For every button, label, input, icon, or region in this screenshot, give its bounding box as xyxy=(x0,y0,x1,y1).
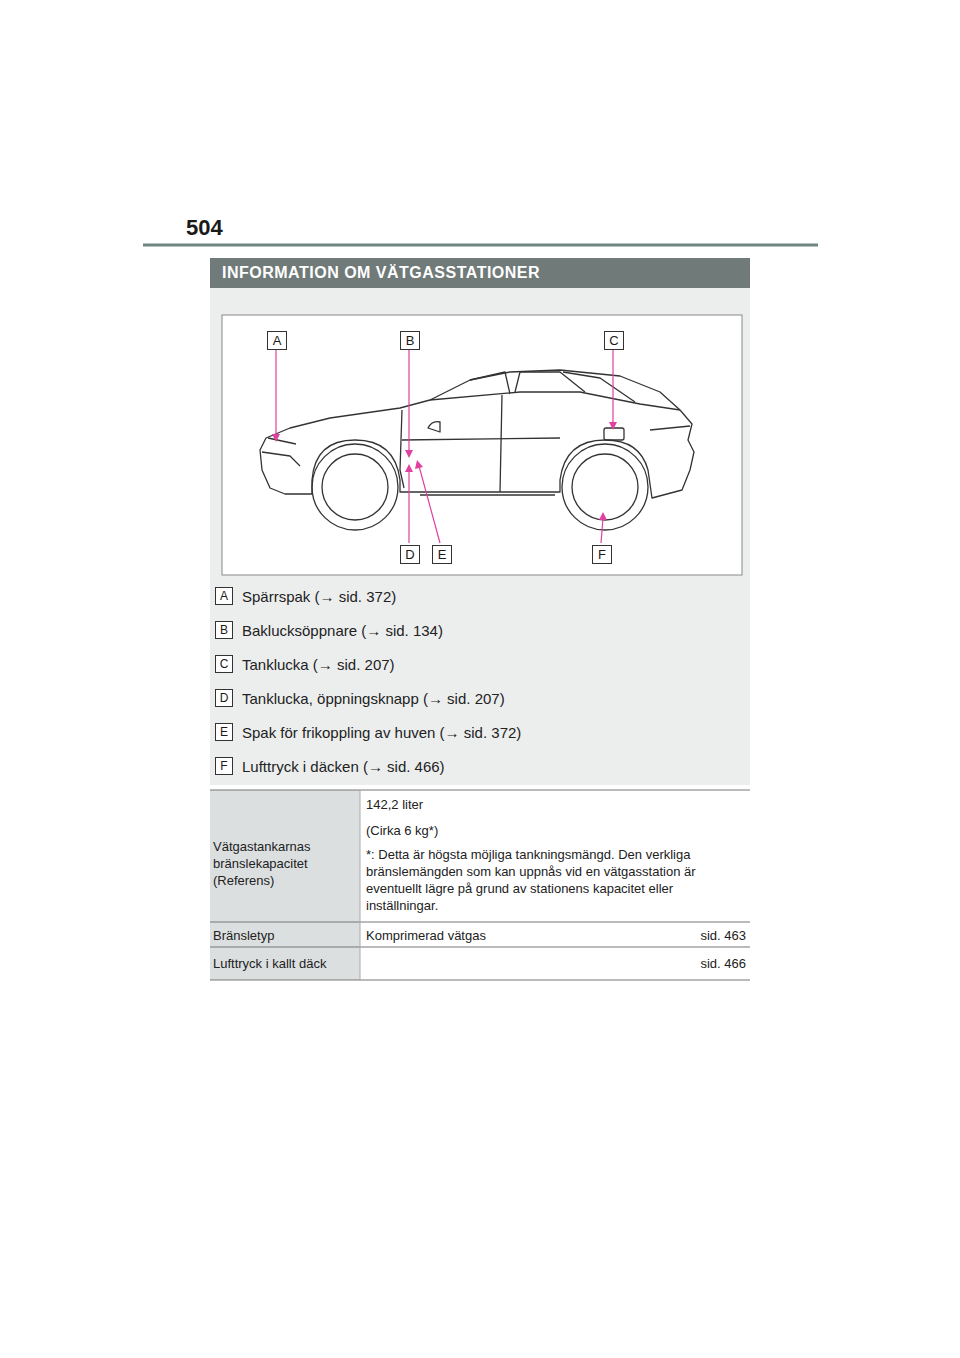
table-cell: sid. 463 xyxy=(700,927,746,944)
callout-letter: F xyxy=(592,545,612,564)
callout-letter: B xyxy=(400,331,420,350)
panel xyxy=(210,288,750,785)
list-item: Spak för frikoppling av huven (→ sid. 37… xyxy=(242,723,521,743)
table-rules xyxy=(210,790,750,980)
table-cell: Lufttryck i kallt däck xyxy=(213,955,326,972)
table-cell: (Cirka 6 kg*) xyxy=(366,822,438,839)
list-letter: F xyxy=(215,757,233,775)
table-cell: Komprimerad vätgas xyxy=(366,927,486,944)
list-item: Tanklucka (→ sid. 207) xyxy=(242,655,395,675)
table-header-cell xyxy=(210,790,360,922)
table-cell: Bränsletyp xyxy=(213,927,274,944)
list-letter: D xyxy=(215,689,233,707)
list-letter: E xyxy=(215,723,233,741)
table-header-cell xyxy=(210,922,360,947)
list-item: Tanklucka, öppningsknapp (→ sid. 207) xyxy=(242,689,505,709)
leader-lines xyxy=(272,350,617,543)
table-cell: Vätgastankarnas bränslekapacitet (Refere… xyxy=(213,838,353,889)
list-letter: A xyxy=(215,587,233,605)
table-note: *: Detta är högsta möjliga tankningsmäng… xyxy=(366,846,746,914)
list-letter: B xyxy=(215,621,233,639)
car-illustration xyxy=(260,370,694,530)
list-item: Lufttryck i däcken (→ sid. 466) xyxy=(242,757,445,777)
header-rule xyxy=(143,244,818,247)
callout-letter: A xyxy=(267,331,287,350)
page-number: 504 xyxy=(186,215,223,241)
list-letter: C xyxy=(215,655,233,673)
list-item: Spärrspak (→ sid. 372) xyxy=(242,587,396,607)
table-cell: 142,2 liter xyxy=(366,796,423,813)
table-header-cell xyxy=(210,947,360,980)
callout-letter: E xyxy=(432,545,452,564)
section-title: INFORMATION OM VÄTGASSTATIONER xyxy=(222,263,540,283)
figure-frame xyxy=(222,315,742,575)
callout-letter: C xyxy=(604,331,624,350)
list-item: Baklucksöppnare (→ sid. 134) xyxy=(242,621,443,641)
table-cell: sid. 466 xyxy=(700,955,746,972)
title-band xyxy=(210,258,750,288)
callout-letter: D xyxy=(400,545,420,564)
